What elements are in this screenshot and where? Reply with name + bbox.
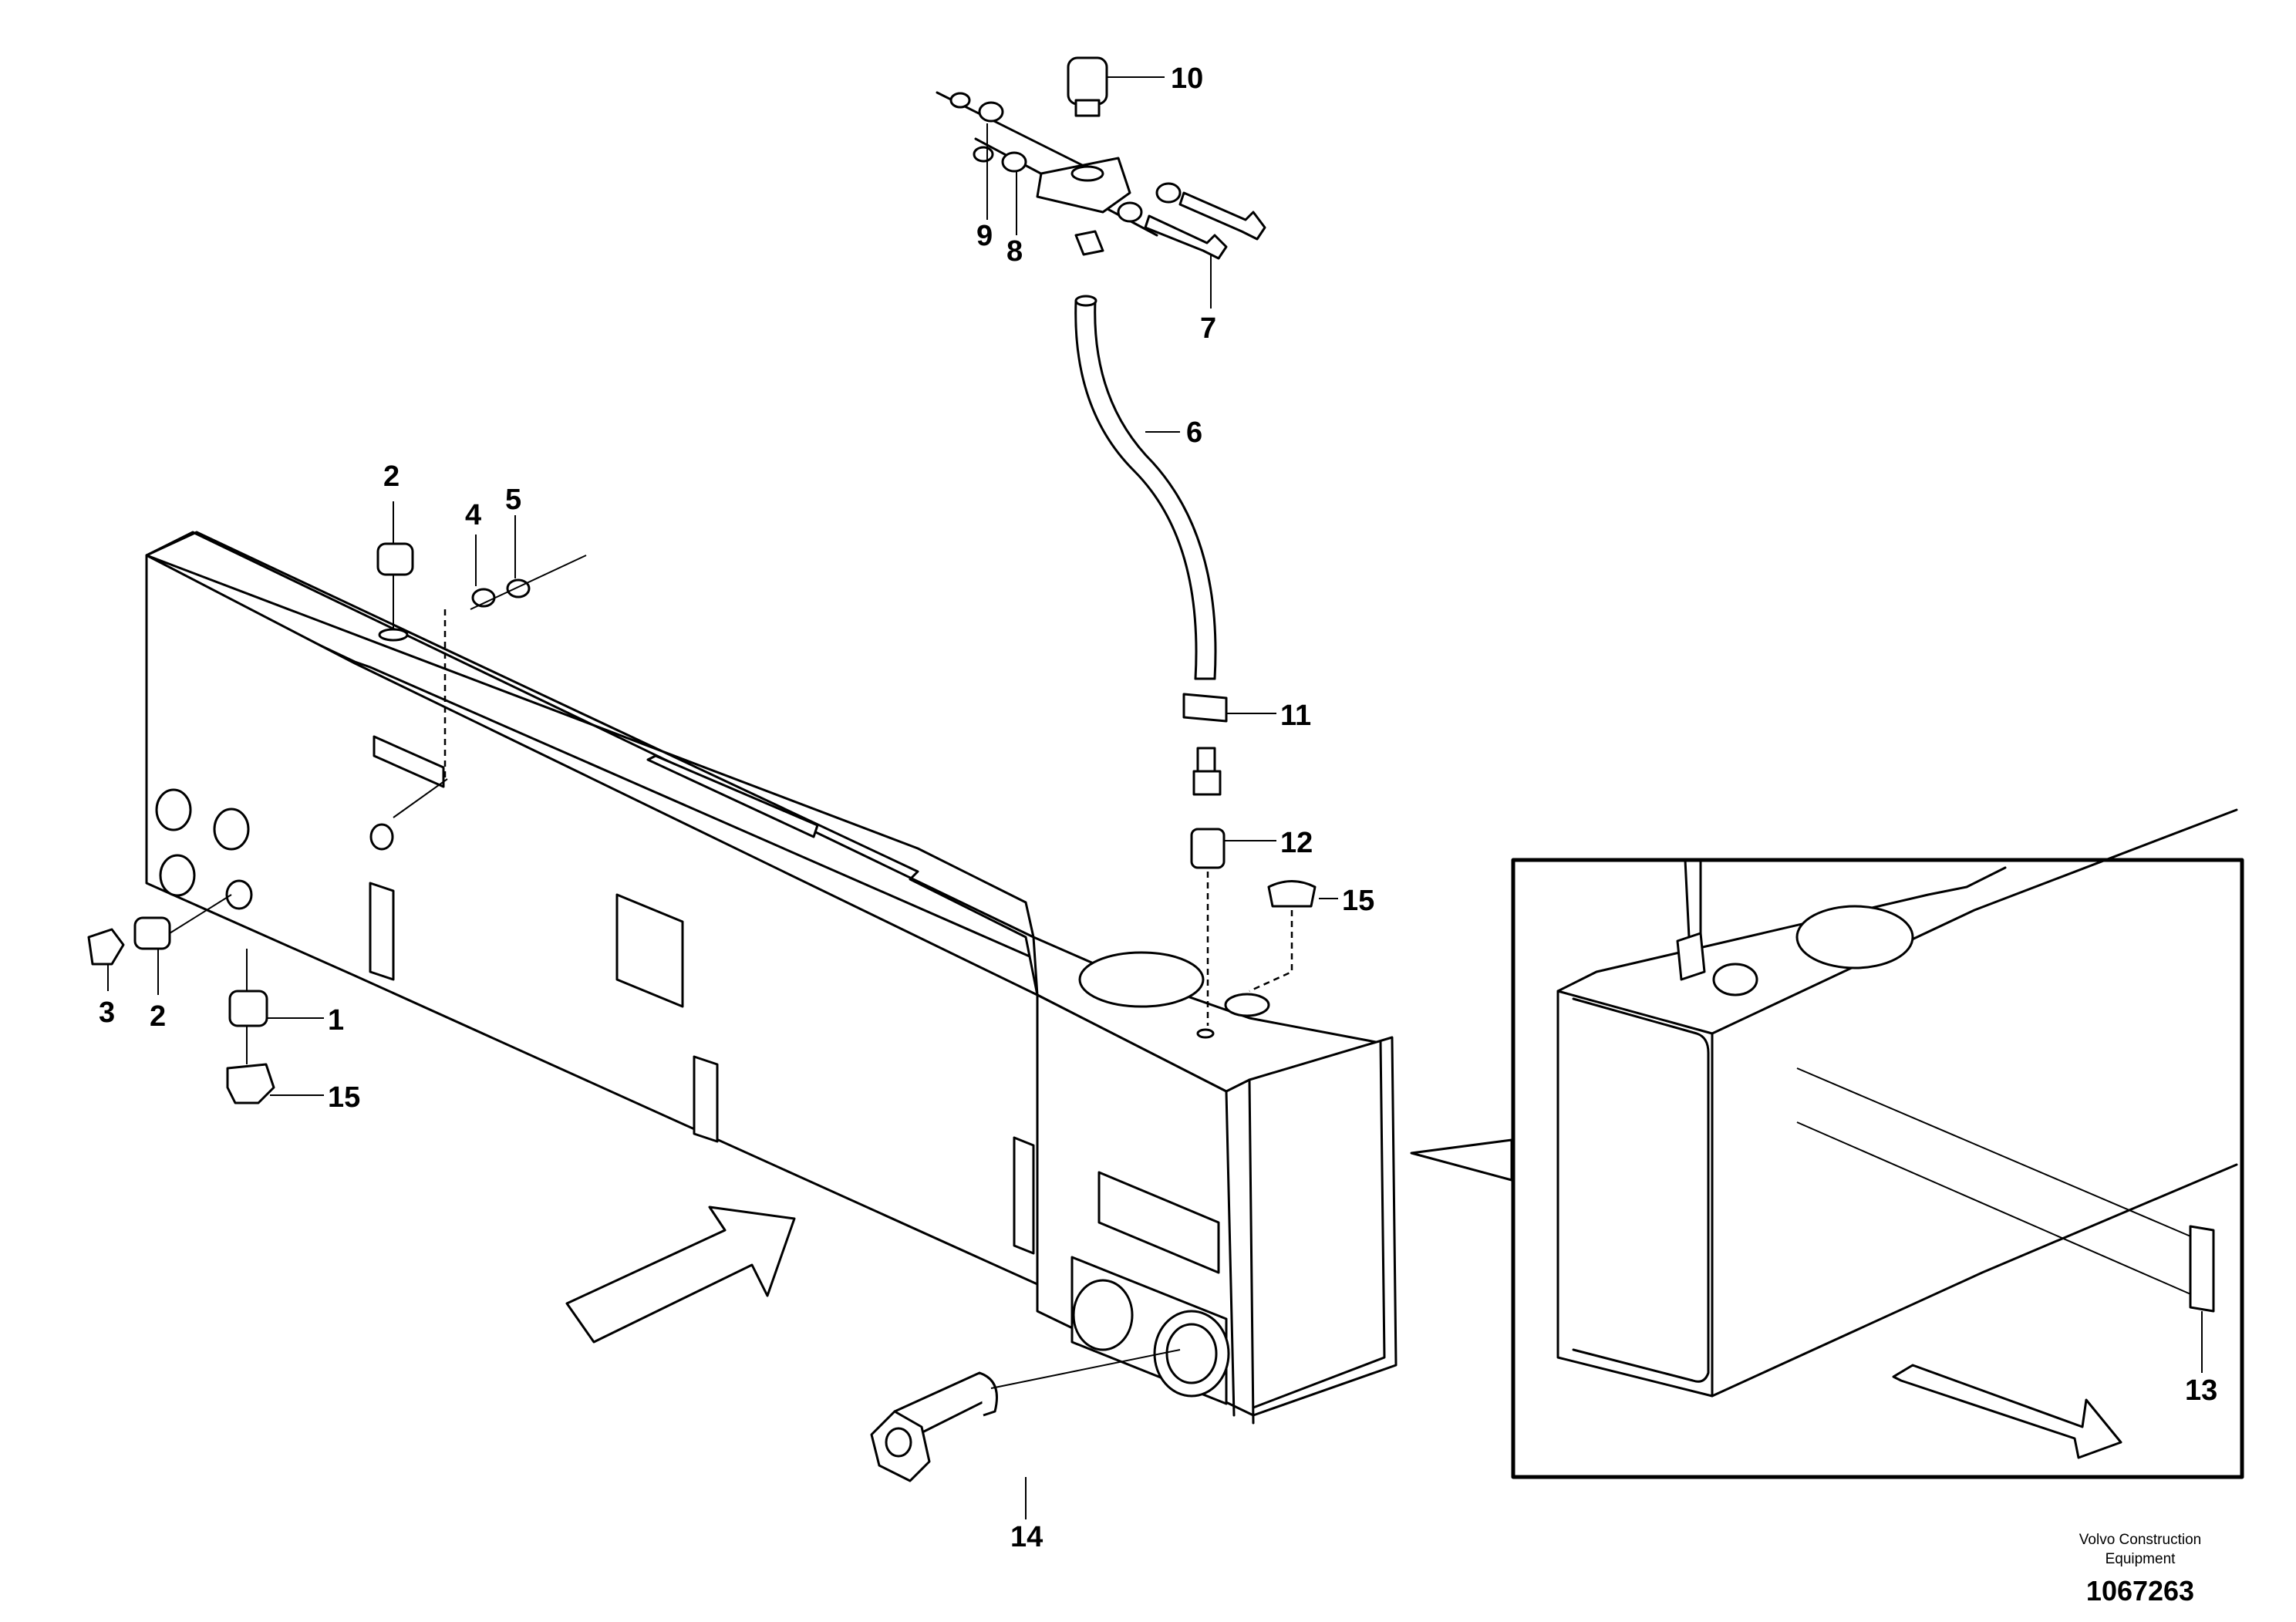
plug-2-side [133, 916, 171, 950]
fitting-hole-top [1224, 993, 1270, 1017]
left-loose-parts [87, 542, 587, 1104]
inset-frame [1511, 858, 2244, 1479]
document-number: 1067263 [2086, 1575, 2194, 1607]
bracket-strip-1 [369, 882, 395, 981]
tank-front-face [145, 554, 1039, 1286]
breather-assembly [936, 56, 1266, 260]
side-clip [1013, 1136, 1035, 1255]
hose [1074, 299, 1198, 680]
top-rail [646, 754, 819, 838]
bracket-strip-2 [693, 1055, 719, 1143]
plug-3 [87, 928, 125, 966]
hydraulic-tank [145, 531, 1397, 1425]
breather-cap [1067, 56, 1108, 106]
plug-15-top [1267, 880, 1317, 908]
grommet-12 [1190, 828, 1226, 869]
plug-2-top [376, 542, 414, 576]
credit-line-1: Volvo Construction [2079, 1532, 2201, 1548]
callout-11: 11 [1280, 700, 1311, 732]
credit-block: Volvo Construction Equipment 1067263 [2079, 1532, 2201, 1607]
callout-15-bottom: 15 [328, 1081, 360, 1114]
callout-numbers: 10 9 8 7 6 2 4 5 11 12 15 1 15 3 2 14 13 [99, 62, 2217, 1553]
callout-15-top: 15 [1342, 885, 1374, 917]
callout-3: 3 [99, 996, 115, 1029]
callout-5: 5 [505, 484, 521, 516]
callout-4: 4 [465, 499, 481, 531]
grommet-1 [228, 990, 268, 1027]
callout-7: 7 [1200, 312, 1216, 345]
credit-line-2: Equipment [2106, 1551, 2176, 1567]
flow-arrow-front [565, 1206, 796, 1344]
bracket-upper [373, 735, 445, 788]
leader-lines [107, 76, 1338, 1519]
hose-fittings [1182, 693, 1317, 1026]
filler-opening [1078, 951, 1205, 1008]
sight-glass-13 [2189, 1225, 2215, 1313]
bolt-upper [1178, 191, 1266, 241]
callout-12: 12 [1280, 827, 1313, 859]
bolt-lower [1144, 214, 1228, 260]
callout-14: 14 [1010, 1521, 1043, 1553]
callout-13: 13 [2185, 1374, 2217, 1407]
breather-block [1036, 157, 1131, 214]
drain-fitting [870, 1349, 1181, 1482]
end-plate [1097, 1171, 1220, 1274]
callout-2-side: 2 [150, 1000, 166, 1033]
bracket-plate [615, 893, 684, 1008]
callout-6: 6 [1186, 416, 1202, 449]
plug-15-bottom [226, 1063, 275, 1104]
callout-10: 10 [1171, 62, 1203, 95]
inset-pointer [1410, 1138, 1513, 1182]
flow-arrow-inset [1892, 1364, 2122, 1459]
callout-2-top: 2 [383, 460, 400, 493]
callout-8: 8 [1006, 235, 1023, 268]
callout-9: 9 [976, 220, 993, 252]
front-port-bosses [155, 788, 394, 910]
drain-port-hex [1072, 1279, 1134, 1351]
callout-1: 1 [328, 1004, 344, 1037]
inset-detail [1511, 808, 2244, 1479]
